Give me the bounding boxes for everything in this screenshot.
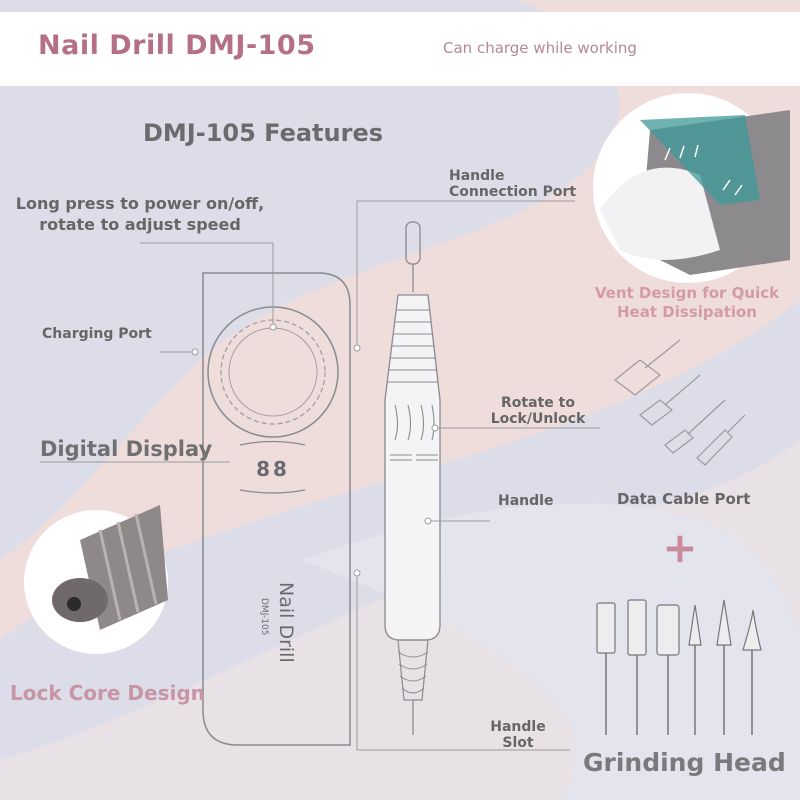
page-title: Nail Drill DMJ-105 — [38, 30, 316, 61]
handle-label: Handle — [498, 493, 554, 509]
features-heading: DMJ-105 Features — [143, 119, 383, 147]
plus-icon: + — [662, 523, 697, 572]
digital-display-label: Digital Display — [40, 437, 213, 461]
header-bar: Nail Drill DMJ-105 Can charge while work… — [0, 12, 800, 86]
charging-port-label: Charging Port — [42, 326, 152, 342]
vent-design-label: Vent Design for Quick Heat Dissipation — [594, 284, 780, 321]
data-cable-port-label: Data Cable Port — [617, 490, 751, 508]
lock-core-design-label: Lock Core Design — [10, 681, 205, 705]
power-button-label: Long press to power on/off, rotate to ad… — [15, 194, 265, 234]
handle-connection-port-label: Handle Connection Port — [449, 168, 577, 200]
device-body — [202, 272, 351, 746]
device-text: Nail Drill — [275, 582, 297, 663]
digital-display-value: 88 — [256, 457, 290, 481]
rotate-lock-label: Rotate to Lock/Unlock — [490, 395, 586, 427]
header-subtitle: Can charge while working — [443, 39, 637, 57]
handle-slot-label: Handle Slot — [490, 719, 546, 751]
device-model-text: DMJ-105 — [259, 598, 269, 635]
grinding-head-label: Grinding Head — [583, 748, 786, 777]
grinding-head-icons — [596, 599, 762, 735]
lock-core-icon — [24, 505, 168, 654]
data-cable-icons — [614, 339, 746, 466]
vent-design-icon — [593, 93, 790, 283]
